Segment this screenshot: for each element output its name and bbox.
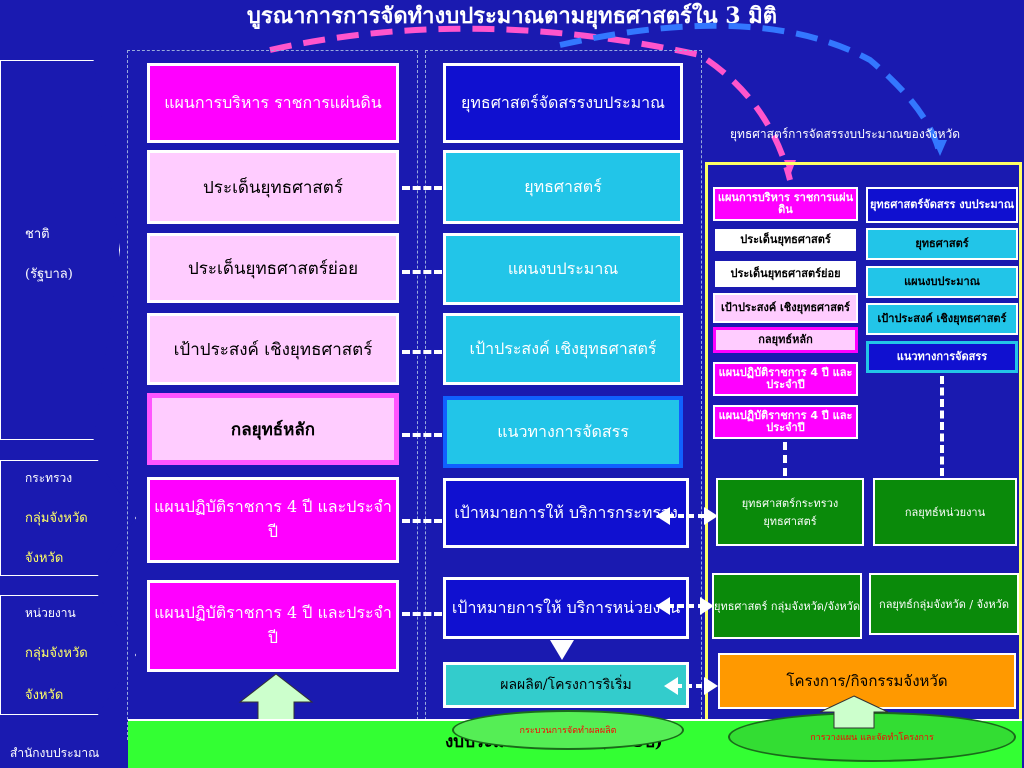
link-3 [402, 350, 442, 354]
province-project-box: โครงการ/กิจกรรมจังหวัด [718, 653, 1016, 709]
prov-budget-plan-box: แผนงบประมาณ [866, 266, 1018, 298]
prov-gov-plan-box: แผนการบริหาร ราชการแผ่นดิน [713, 187, 858, 221]
planning-oval: การวางแผน และจัดทำโครงการ [728, 712, 1016, 762]
prov-strategy-box: ยุทธศาสตร์ [866, 228, 1018, 260]
action-plan-box-2: แผนปฏิบัติราชการ 4 ปี และประจำปี [147, 580, 399, 672]
agency-label: หน่วยงาน [25, 606, 76, 620]
link-2 [402, 270, 442, 274]
double-arrow-icon-3 [664, 677, 718, 695]
strategic-goal-box: เป้าประสงค์ เชิงยุทธศาสตร์ [147, 313, 399, 385]
province-group-tactic-green-box: กลยุทธ์กลุ่มจังหวัด / จังหวัด [869, 573, 1019, 635]
province-group-strategy-green-box: ยุทธศาสตร์ กลุ่มจังหวัด/จังหวัด [712, 573, 862, 639]
prov-action-plan-box-2: แผนปฏิบัติราชการ 4 ปี และประจำปี [713, 405, 858, 439]
budget-bureau-label: สำนักงบประมาณ [10, 746, 100, 760]
ministry-service-target-box: เป้าหมายการให้ บริการกระทรวง [443, 478, 689, 548]
prov-strategic-issue-box: ประเด็นยุทธศาสตร์ [713, 227, 858, 253]
up-arrow-small-icon [819, 695, 889, 729]
prov-budget-strategy-box: ยุทธศาสตร์จัดสรร งบประมาณ [866, 187, 1018, 223]
province-strategy-caption: ยุทธศาสตร์การจัดสรรงบประมาณของจังหวัด [730, 127, 961, 141]
main-strategy-box: กลยุทธ์หลัก [147, 393, 399, 465]
agency-service-target-box: เป้าหมายการให้ บริการหน่วยงาน [443, 577, 689, 639]
government-label: (รัฐบาล) [25, 267, 73, 282]
nation-label: ชาติ [25, 227, 50, 242]
province-group-label: กลุ่มจังหวัด [25, 511, 88, 526]
prov-strategic-goal-box: เป้าประสงค์ เชิงยุทธศาสตร์ [713, 293, 858, 323]
prov-strategic-goal-box-2: เป้าประสงค์ เชิงยุทธศาสตร์ [866, 303, 1018, 335]
prov-link-left [783, 442, 787, 476]
link-1 [402, 186, 442, 190]
page-title: บูรณาการการจัดทำงบประมาณตามยุทธศาสตร์ใน … [246, 2, 778, 29]
gov-admin-plan-box: แผนการบริหาร ราชการแผ่นดิน [147, 63, 399, 143]
double-arrow-icon-2 [656, 597, 714, 615]
agency-strategy-green-box: กลยุทธ์หน่วยงาน [873, 478, 1017, 546]
prov-sub-strategic-issue-box: ประเด็นยุทธศาสตร์ย่อย [713, 259, 858, 289]
double-arrow-icon-1 [656, 507, 718, 525]
output-process-oval: กระบวนการจัดทำผลผลิต [452, 710, 684, 750]
link-5 [402, 519, 442, 523]
ministry-label: กระทรวง [25, 471, 73, 485]
ministry-panel: กระทรวง กลุ่มจังหวัด จังหวัด [0, 460, 136, 576]
province-label: จังหวัด [25, 551, 64, 566]
agency-panel: หน่วยงาน กลุ่มจังหวัด จังหวัด [0, 595, 136, 715]
output-project-box: ผลผลิต/โครงการริเริ่ม [443, 662, 689, 708]
prov-action-plan-box-1: แผนปฏิบัติราชการ 4 ปี และประจำปี [713, 362, 858, 396]
down-arrow-icon [550, 640, 574, 660]
province-group-label-2: กลุ่มจังหวัด [25, 646, 88, 661]
link-4 [402, 433, 442, 437]
allocation-guideline-box: แนวทางการจัดสรร [443, 396, 683, 468]
strategy-box: ยุทธศาสตร์ [443, 150, 683, 224]
budget-allocation-strategy-box: ยุทธศาสตร์จัดสรรงบประมาณ [443, 63, 683, 143]
prov-link-right [940, 376, 944, 476]
link-6 [402, 612, 442, 616]
budget-plan-box: แผนงบประมาณ [443, 233, 683, 305]
province-label-2: จังหวัด [25, 688, 64, 703]
strategic-issue-box: ประเด็นยุทธศาสตร์ [147, 150, 399, 224]
action-plan-box-1: แผนปฏิบัติราชการ 4 ปี และประจำปี [147, 477, 399, 563]
ministry-strategy-green-box: ยุทธศาสตร์กระทรวง ยุทธศาสตร์ [716, 478, 864, 546]
strategic-goal-box-2: เป้าประสงค์ เชิงยุทธศาสตร์ [443, 313, 683, 385]
prov-allocation-guideline-box: แนวทางการจัดสรร [866, 341, 1018, 373]
prov-main-strategy-box: กลยุทธ์หลัก [713, 327, 858, 353]
nation-panel: ชาติ (รัฐบาล) [0, 60, 120, 440]
sub-strategic-issue-box: ประเด็นยุทธศาสตร์ย่อย [147, 233, 399, 303]
